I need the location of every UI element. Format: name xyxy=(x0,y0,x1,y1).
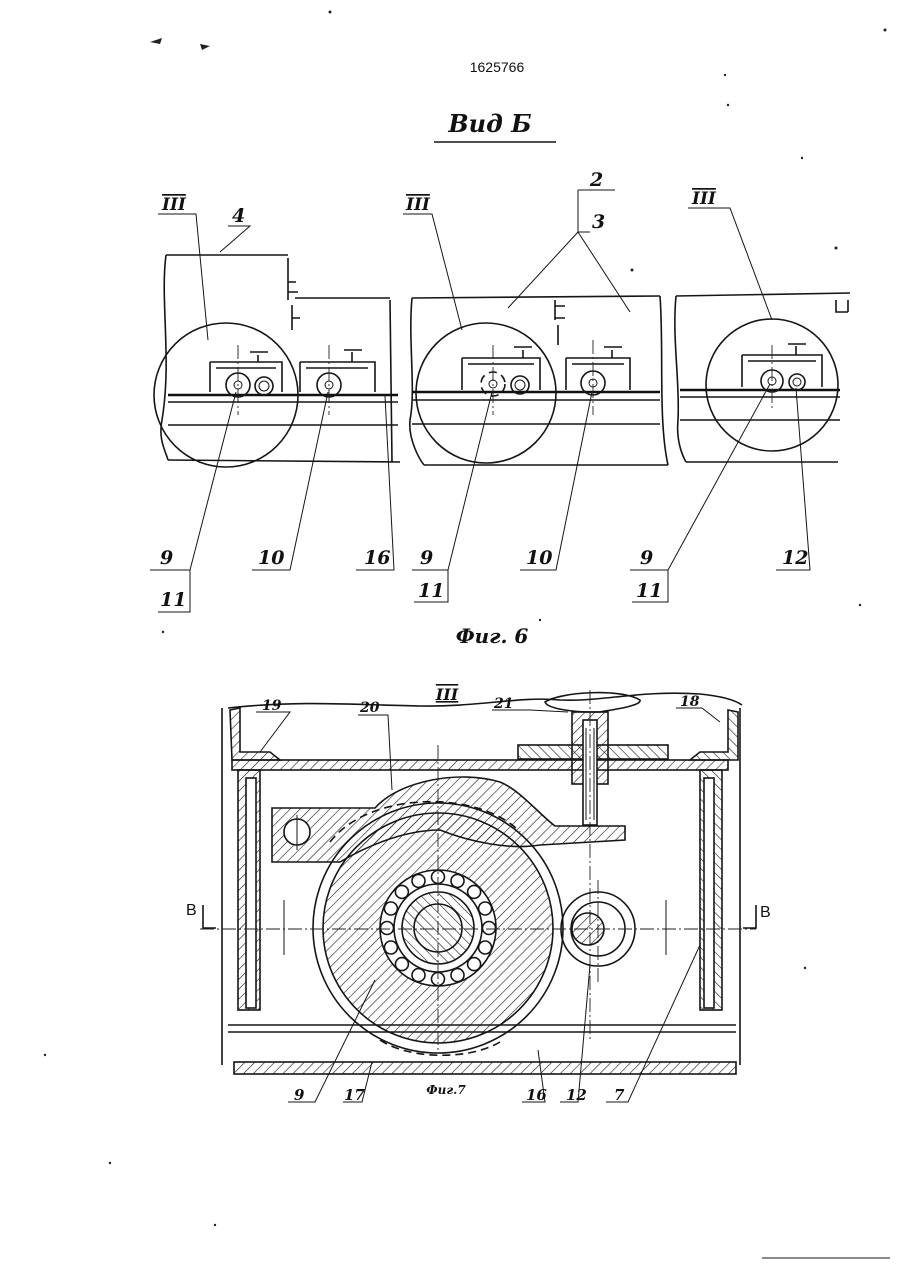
bearing-ball xyxy=(412,969,425,982)
figure-7: III xyxy=(186,685,771,1104)
bearing-ball xyxy=(384,941,397,954)
figure-6-caption: Фиг. 6 xyxy=(456,624,529,648)
section-mark-left: В xyxy=(186,902,197,919)
bearing-ball xyxy=(381,922,394,935)
fig7-label-12: 12 xyxy=(566,1086,587,1104)
fig6-label-10-a: 10 xyxy=(258,547,284,569)
fig6-panel-1 xyxy=(154,255,400,467)
bearing-ball xyxy=(395,885,408,898)
fig6-bottom-leaders xyxy=(150,384,810,612)
fig6-top-leaders xyxy=(158,190,772,340)
fig6-label-12: 12 xyxy=(782,547,808,569)
view-title: Вид Б xyxy=(447,109,531,138)
fig7-detail-label: III xyxy=(435,685,459,704)
bearing-ball xyxy=(384,902,397,915)
bearing-ball xyxy=(479,902,492,915)
bearing-ball xyxy=(412,874,425,887)
fig7-label-19: 19 xyxy=(262,698,282,714)
fig7-label-21: 21 xyxy=(493,696,513,712)
fig6-label-16: 16 xyxy=(364,547,390,569)
fig7-label-18: 18 xyxy=(680,694,700,710)
fig6-label-9-a: 9 xyxy=(160,547,173,569)
fig6-label-4: 4 xyxy=(232,205,245,227)
fig6-label-3: 3 xyxy=(592,211,605,233)
fig6-label-detail-1: III xyxy=(161,195,187,215)
fig6-panel-2 xyxy=(410,296,668,465)
figure-6: III 4 III 2 3 III 9 11 10 16 9 11 10 9 1… xyxy=(150,169,850,648)
bearing-ball xyxy=(468,885,481,898)
fig7-label-7: 7 xyxy=(614,1086,625,1104)
fig7-label-9: 9 xyxy=(294,1086,305,1104)
figure-7-caption: Фиг.7 xyxy=(426,1083,466,1097)
fig6-label-9-c: 9 xyxy=(640,547,653,569)
scan-noise xyxy=(44,11,887,1227)
fig6-label-11-c: 11 xyxy=(636,580,662,602)
fig7-label-20: 20 xyxy=(359,700,380,716)
bearing-ball xyxy=(479,941,492,954)
bearing-ball xyxy=(395,958,408,971)
patent-number: 1625766 xyxy=(470,59,525,75)
fig6-label-9-b: 9 xyxy=(420,547,433,569)
fig6-label-11-b: 11 xyxy=(418,580,444,602)
fig6-label-detail-3: III xyxy=(691,189,717,209)
bearing-ball xyxy=(451,969,464,982)
fig6-label-10-b: 10 xyxy=(526,547,552,569)
fig6-panel-3 xyxy=(675,293,850,462)
bearing-ball xyxy=(483,922,496,935)
section-mark-right: В xyxy=(760,904,771,921)
bearing-ball xyxy=(468,958,481,971)
fig6-label-detail-2: III xyxy=(405,195,431,215)
fig6-label-2: 2 xyxy=(589,169,603,191)
bearing-ball xyxy=(451,874,464,887)
fig7-label-17: 17 xyxy=(344,1086,365,1104)
fig7-label-16: 16 xyxy=(526,1086,547,1104)
fig6-label-11-a: 11 xyxy=(160,589,186,611)
